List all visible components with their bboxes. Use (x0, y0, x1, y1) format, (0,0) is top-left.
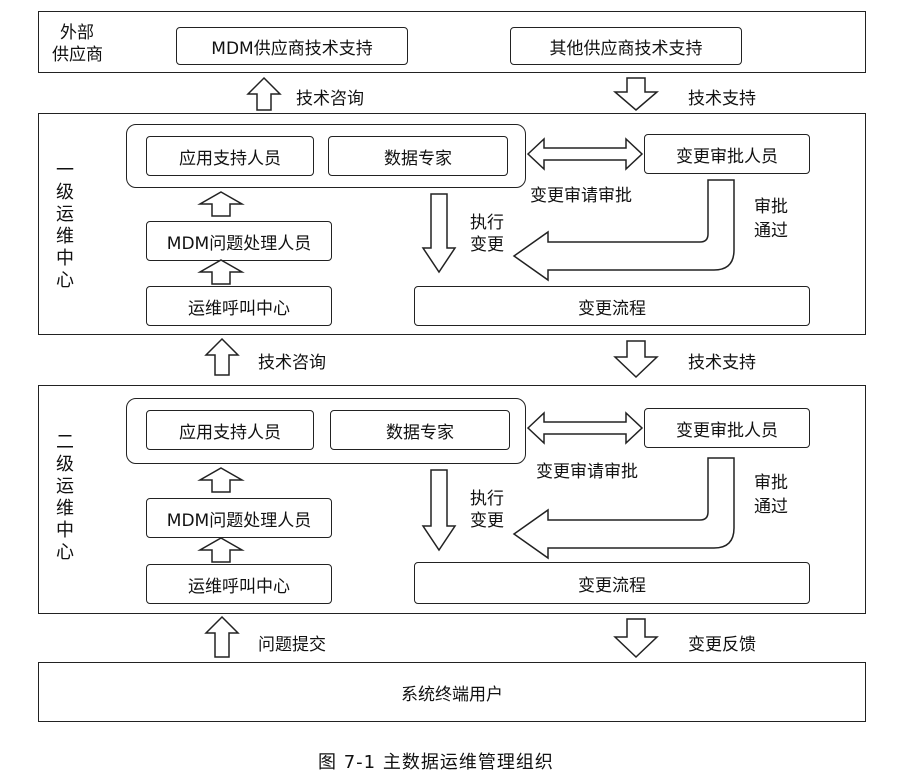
level1-approved-label-line1: 审批 (754, 197, 788, 217)
level2-support-group (126, 398, 526, 464)
level2-label-char: 二 (56, 432, 74, 453)
level2-mdm-up-arrow (197, 467, 245, 493)
level1-execute-label-line2: 变更 (470, 235, 504, 255)
level2-label-char: 维 (56, 498, 74, 519)
level1-label-char: 级 (56, 182, 74, 203)
end-users-label: 系统终端用户 (401, 684, 503, 705)
problem-submit-label: 问题提交 (258, 635, 326, 655)
figure-caption: 图 7-1 主数据运维管理组织 (318, 752, 554, 773)
level1-mdm-up-arrow (197, 191, 245, 217)
level1-approved-return-arrow (512, 179, 735, 282)
level1-app-support-box: 应用支持人员 (146, 136, 314, 176)
level2-label-char: 中 (56, 520, 74, 541)
level2-label-char: 运 (56, 476, 74, 497)
tech-support-label-mid: 技术支持 (688, 353, 756, 373)
level2-approved-return-arrow (512, 457, 735, 560)
level2-approved-label-line2: 通过 (754, 497, 788, 517)
level2-execute-label-line2: 变更 (470, 511, 504, 531)
level1-call-center-box: 运维呼叫中心 (146, 286, 332, 326)
level2-approved-label-line1: 审批 (754, 473, 788, 493)
level2-label-char: 级 (56, 454, 74, 475)
level1-execute-label-line1: 执行 (470, 213, 504, 233)
level2-change-process-box: 变更流程 (414, 562, 810, 604)
change-feedback-down-arrow (613, 618, 659, 659)
level1-label-char: 一 (56, 160, 74, 181)
level2-data-expert-box: 数据专家 (330, 410, 510, 450)
level1-approved-label-line2: 通过 (754, 221, 788, 241)
level2-ops-center-label: 二 级 运 维 中 心 (55, 432, 75, 564)
level2-execute-change-down-arrow (421, 469, 457, 552)
level1-ops-center-label: 一 级 运 维 中 心 (55, 160, 75, 292)
tech-support-label-top: 技术支持 (688, 89, 756, 109)
end-users-panel: 系统终端用户 (38, 662, 866, 722)
level1-label-char: 中 (56, 248, 74, 269)
problem-submit-up-arrow (204, 615, 240, 658)
tech-support-down-arrow (612, 77, 660, 111)
level2-change-approver-box: 变更审批人员 (644, 408, 810, 448)
level2-execute-label-line1: 执行 (470, 489, 504, 509)
level1-label-char: 心 (56, 270, 74, 291)
level1-call-center-up-arrow (197, 259, 245, 285)
tech-consult-up-arrow (246, 76, 282, 111)
other-supplier-support-box: 其他供应商技术支持 (510, 27, 742, 65)
level2-bidirectional-arrow (526, 411, 644, 445)
level1-execute-change-down-arrow (421, 193, 457, 274)
level1-bidirectional-arrow (526, 137, 644, 171)
level2-change-request-label: 变更审请审批 (536, 462, 638, 482)
level1-label-char: 运 (56, 204, 74, 225)
mdm-supplier-support-box: MDM供应商技术支持 (176, 27, 408, 65)
external-supplier-label-line1: 外部 (60, 23, 94, 43)
level2-call-center-box: 运维呼叫中心 (146, 564, 332, 604)
level1-change-approver-box: 变更审批人员 (644, 134, 810, 174)
tech-consult-up-arrow-mid (204, 337, 240, 376)
tech-consult-label-top: 技术咨询 (296, 89, 364, 109)
level2-app-support-box: 应用支持人员 (146, 410, 314, 450)
level2-label-char: 心 (56, 542, 74, 563)
level1-change-process-box: 变更流程 (414, 286, 810, 326)
level1-support-group (126, 124, 526, 188)
tech-support-down-arrow-mid (613, 340, 659, 379)
level1-data-expert-box: 数据专家 (328, 136, 508, 176)
external-supplier-label-line2: 供应商 (52, 45, 103, 65)
change-feedback-label: 变更反馈 (688, 635, 756, 655)
tech-consult-label-mid: 技术咨询 (258, 353, 326, 373)
level2-call-center-up-arrow (197, 537, 245, 563)
level1-mdm-handler-box: MDM问题处理人员 (146, 221, 332, 261)
level2-mdm-handler-box: MDM问题处理人员 (146, 498, 332, 538)
level1-change-request-label: 变更审请审批 (530, 186, 632, 206)
level1-label-char: 维 (56, 226, 74, 247)
